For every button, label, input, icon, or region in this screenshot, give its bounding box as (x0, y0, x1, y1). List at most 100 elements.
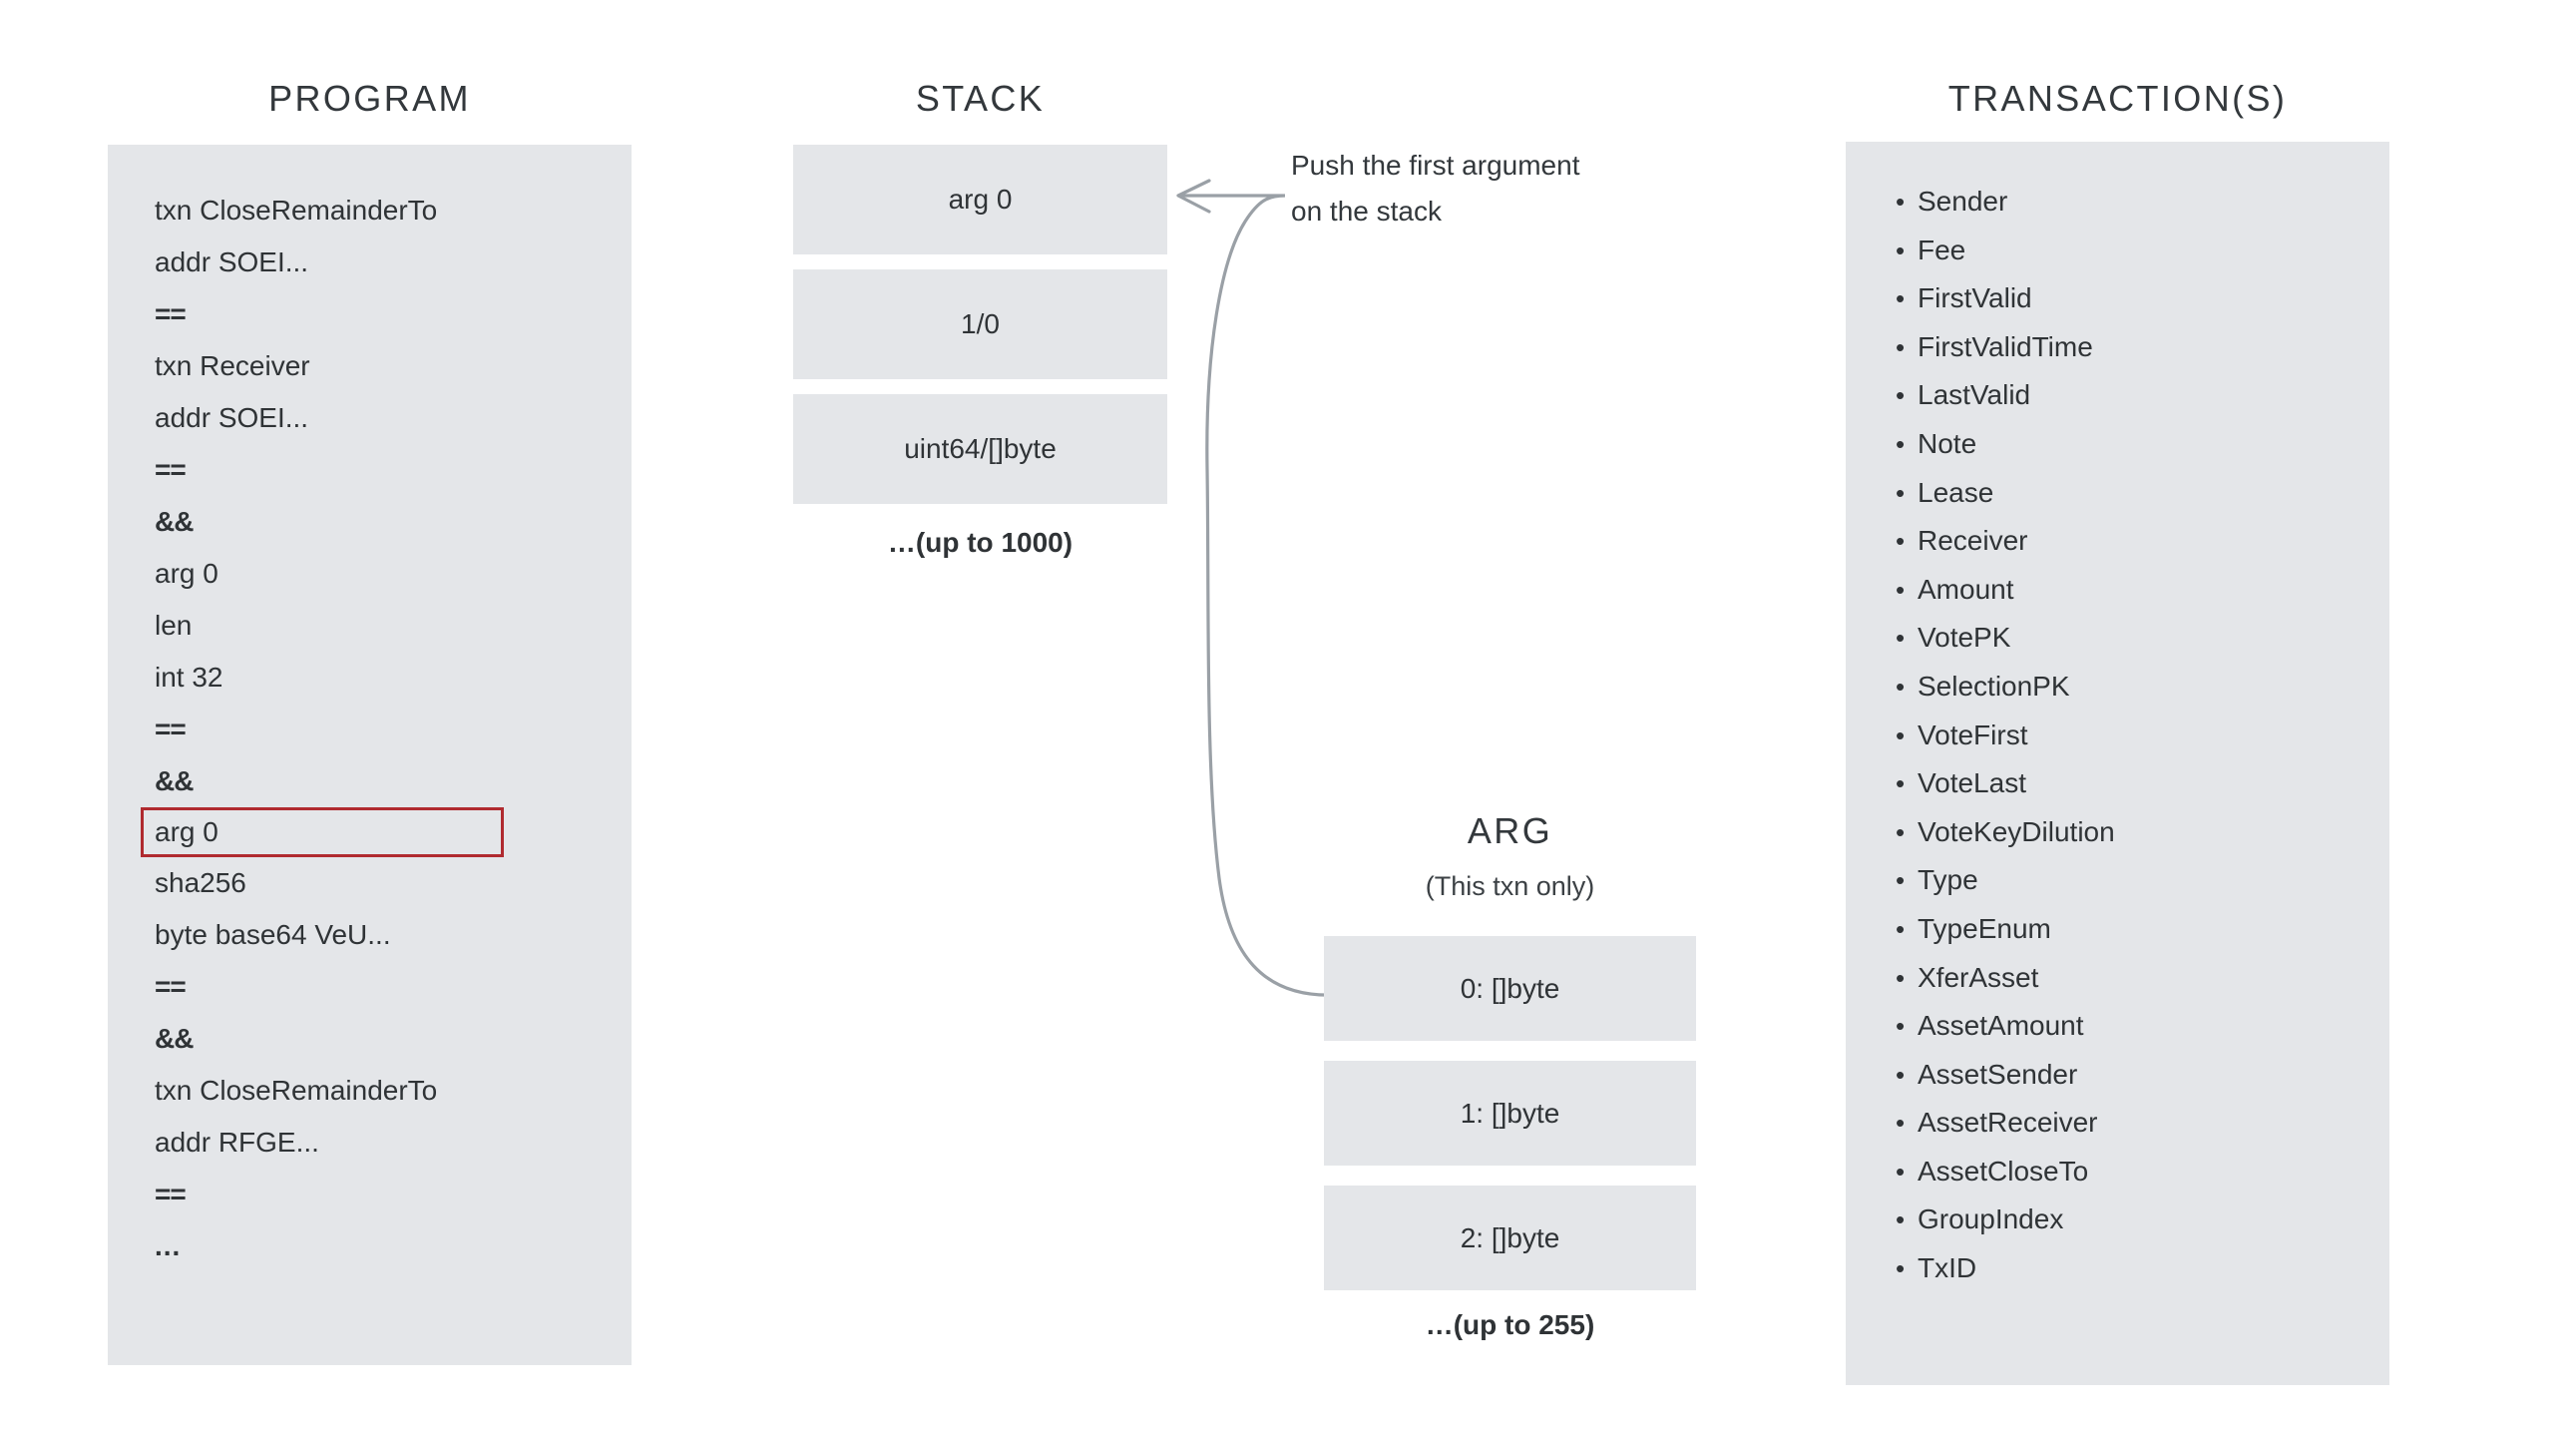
bullet-icon: • (1896, 380, 1906, 411)
transaction-field-label: Amount (1918, 573, 2014, 605)
transaction-field-label: AssetAmount (1918, 1010, 2084, 1042)
arg-cell: 0: []byte (1324, 936, 1696, 1041)
program-line: addr RFGE... (155, 1127, 319, 1158)
bullet-icon: • (1896, 1156, 1906, 1187)
arg-heading: ARG (1467, 810, 1553, 851)
transaction-field-label: VoteFirst (1918, 718, 2028, 750)
program-line: len (155, 610, 193, 641)
transaction-field-label: VoteKeyDilution (1918, 815, 2115, 847)
bullet-icon: • (1896, 962, 1906, 993)
arg-cell: 1: []byte (1324, 1061, 1696, 1166)
bullet-icon: • (1896, 283, 1906, 314)
bullet-icon: • (1896, 1108, 1906, 1139)
program-line: == (155, 714, 187, 744)
transaction-field-row: • AssetReceiver (1896, 1099, 2394, 1148)
program-line: addr SOEI... (155, 246, 309, 277)
program-line: addr SOEI... (155, 402, 309, 433)
bullet-icon: • (1896, 574, 1906, 605)
transaction-field-row: • TxID (1896, 1244, 2394, 1293)
transaction-field-row: • Type (1896, 856, 2394, 905)
bullet-icon: • (1896, 526, 1906, 557)
program-line: txn Receiver (155, 350, 310, 381)
transaction-field-row: • AssetCloseTo (1896, 1148, 2394, 1196)
program-line: && (155, 1023, 194, 1054)
transaction-field-label: VotePK (1918, 622, 2011, 654)
transaction-field-label: Note (1918, 427, 1977, 459)
arg-subheading: (This txn only) (1425, 871, 1595, 901)
transaction-field-label: Type (1918, 864, 1978, 896)
transaction-field-row: •FirstValidTime (1896, 323, 2394, 372)
program-line: && (155, 506, 194, 537)
bullet-icon: • (1896, 1204, 1906, 1235)
program-line: == (155, 454, 187, 485)
stack-cell: arg 0 (793, 145, 1167, 254)
program-heading: PROGRAM (268, 78, 471, 119)
bullet-icon: • (1896, 719, 1906, 750)
transaction-field-row: • SelectionPK (1896, 663, 2394, 712)
program-instruction-list: txn CloseRemainderTo addr SOEI... == txn Re… (141, 185, 624, 1272)
program-line-highlighted: arg 0 (141, 807, 504, 857)
transaction-field-row: • XferAsset (1896, 954, 2394, 1003)
transaction-field-row: •Sender (1896, 178, 2394, 227)
program-line: arg 0 (155, 558, 218, 589)
transaction-field-row: • AssetAmount (1896, 1002, 2394, 1051)
program-line: == (155, 1179, 187, 1209)
transaction-field-label: LastValid (1918, 379, 2031, 411)
transaction-field-row: • Receiver (1896, 517, 2394, 566)
transaction-field-label: GroupIndex (1918, 1203, 2064, 1235)
transaction-field-row: • VoteKeyDilution (1896, 808, 2394, 857)
transaction-field-row: • Fee (1896, 227, 2394, 275)
transaction-field-row: • GroupIndex (1896, 1195, 2394, 1244)
bullet-icon: • (1896, 235, 1906, 265)
transaction-field-label: VoteLast (1918, 767, 2026, 799)
transaction-field-row: • VotePK (1896, 614, 2394, 663)
bullet-icon: • (1896, 865, 1906, 896)
arg-capacity-caption: …(up to 255) (1425, 1309, 1595, 1340)
transaction-field-row: • VoteFirst (1896, 712, 2394, 760)
transaction-field-row: • TypeEnum (1896, 905, 2394, 954)
program-line: byte base64 VeU... (155, 919, 391, 950)
transaction-field-row: •Lease (1896, 469, 2394, 518)
stack-cell: 1/0 (793, 269, 1167, 379)
arg-cell: 2: []byte (1324, 1186, 1696, 1290)
annotation-text: Push the first argument on the stack (1291, 143, 1710, 235)
program-line: && (155, 765, 194, 796)
transaction-field-label: AssetCloseTo (1918, 1155, 2089, 1187)
bullet-icon: • (1896, 768, 1906, 799)
annotation-line-2: on the stack (1291, 196, 1442, 227)
transaction-field-label: Fee (1918, 234, 1966, 265)
program-line: sha256 (155, 867, 246, 898)
transaction-field-label: AssetReceiver (1918, 1107, 2098, 1139)
transaction-field-row: • AssetSender (1896, 1051, 2394, 1100)
bullet-icon: • (1896, 623, 1906, 654)
bullet-icon: • (1896, 913, 1906, 944)
transactions-panel (1846, 142, 2389, 1385)
transaction-field-label: TypeEnum (1918, 912, 2051, 944)
transaction-field-label: Receiver (1918, 525, 2028, 557)
transactions-heading: TRANSACTION(S) (1947, 78, 2288, 119)
transaction-field-row: • FirstValid (1896, 274, 2394, 323)
stack-capacity-caption: …(up to 1000) (887, 527, 1073, 558)
transaction-field-label: XferAsset (1918, 961, 2039, 993)
transaction-field-row: •Note (1896, 420, 2394, 469)
transaction-field-label: AssetSender (1918, 1058, 2078, 1090)
transaction-field-row: • Amount (1896, 566, 2394, 615)
stack-heading: STACK (915, 78, 1046, 119)
program-panel (108, 145, 632, 1365)
bullet-icon: • (1896, 671, 1906, 702)
bullet-icon: • (1896, 187, 1906, 217)
annotation-line-1: Push the first argument (1291, 150, 1580, 181)
program-line: txn CloseRemainderTo (155, 195, 438, 226)
transaction-field-label: FirstValid (1918, 282, 2032, 314)
transaction-field-row: • LastValid (1896, 371, 2394, 420)
bullet-icon: • (1896, 816, 1906, 847)
bullet-icon: • (1896, 331, 1906, 362)
bullet-icon: • (1896, 1253, 1906, 1284)
transaction-field-label: Lease (1918, 476, 1994, 508)
transaction-field-label: SelectionPK (1918, 670, 2070, 702)
bullet-icon: • (1896, 1059, 1906, 1090)
transaction-field-label: TxID (1918, 1252, 1977, 1284)
program-line: txn CloseRemainderTo (155, 1075, 438, 1106)
bullet-icon: • (1896, 1011, 1906, 1042)
